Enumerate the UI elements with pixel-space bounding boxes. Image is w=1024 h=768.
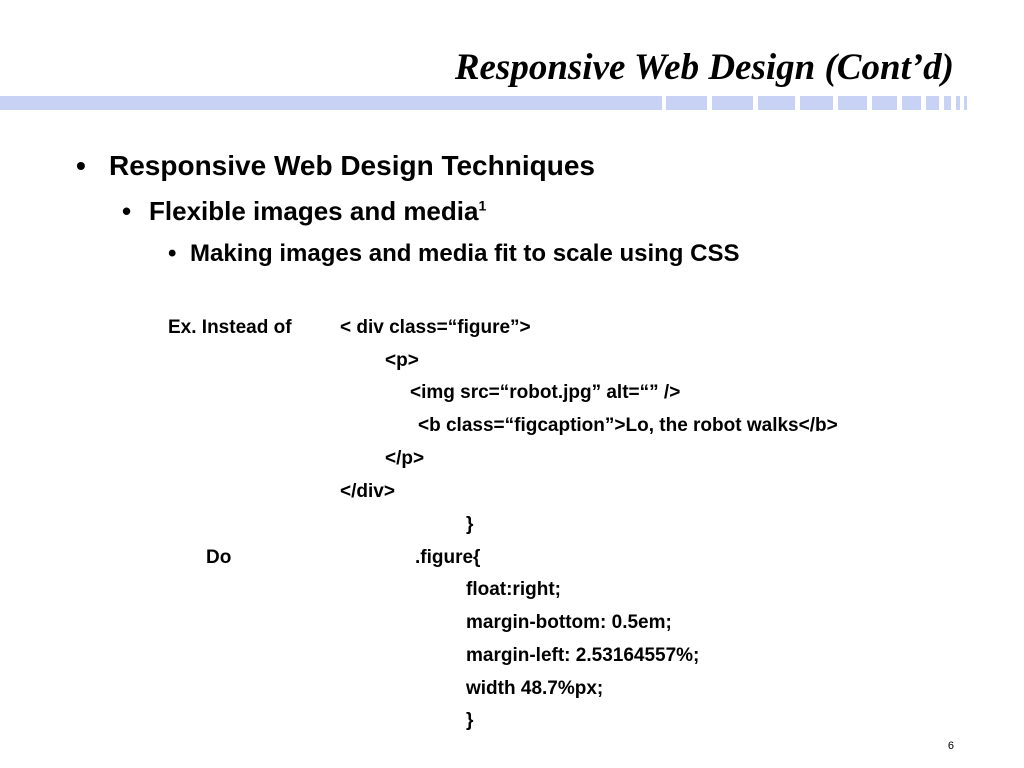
bullet-level2-text: Flexible images and media	[149, 196, 479, 226]
bullet-marker: •	[76, 150, 86, 181]
html-code-line: }	[466, 514, 474, 535]
title-bar-segment	[666, 96, 707, 110]
slide-title: Responsive Web Design (Cont’d)	[454, 47, 954, 88]
title-bar-segment	[712, 96, 753, 110]
html-code-line: </p>	[385, 448, 425, 469]
bullet-level1: • Responsive Web Design Techniques	[76, 150, 595, 182]
css-code-line: margin-left: 2.53164557%;	[466, 645, 700, 666]
bullet-marker: •	[122, 196, 132, 226]
title-bar-segment	[800, 96, 833, 110]
html-code-line: <img src=“robot.jpg” alt=“” />	[410, 382, 681, 403]
bullet-level3: • Making images and media fit to scale us…	[168, 240, 739, 268]
title-bar-segment	[926, 96, 939, 110]
title-bar-segment	[902, 96, 921, 110]
css-code-line: }	[466, 710, 474, 731]
css-code-line: .figure{	[415, 547, 481, 568]
title-bar-segment	[964, 96, 967, 110]
title-bar-segment	[758, 96, 795, 110]
title-underline-bar	[0, 96, 662, 110]
page-number: 6	[947, 740, 954, 752]
do-label: Do	[206, 547, 232, 568]
html-code-line: <b class=“figcaption”>Lo, the robot walk…	[418, 415, 838, 436]
css-code-line: width 48.7%px;	[466, 678, 604, 699]
footnote-marker: 1	[478, 197, 487, 214]
bullet-marker: •	[168, 240, 177, 267]
bullet-level2: • Flexible images and media1	[122, 196, 486, 227]
css-code-line: margin-bottom: 0.5em;	[466, 612, 672, 633]
title-bar-segment	[838, 96, 867, 110]
css-code-line: float:right;	[466, 579, 561, 600]
bullet-level3-text: Making images and media fit to scale usi…	[190, 240, 740, 267]
title-bar-segment	[956, 96, 960, 110]
title-bar-segment	[872, 96, 897, 110]
html-code-line: </div>	[340, 481, 395, 502]
html-code-line: < div class=“figure”>	[340, 317, 531, 338]
html-code-line: <p>	[385, 350, 419, 371]
bullet-level1-text: Responsive Web Design Techniques	[109, 150, 595, 181]
title-bar-segment	[944, 96, 951, 110]
example-label: Ex. Instead of	[168, 317, 292, 338]
